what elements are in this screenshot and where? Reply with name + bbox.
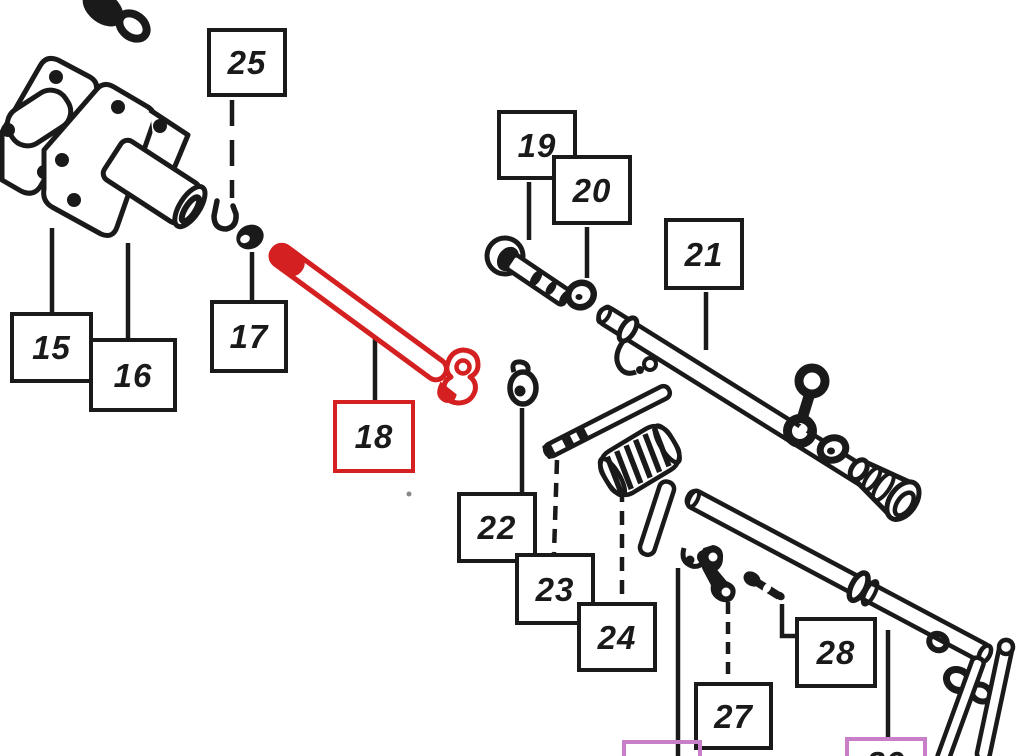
part-cone-knob-icon (847, 457, 922, 522)
part-coil-spring-icon (597, 423, 682, 498)
leader-line-28 (779, 604, 795, 639)
callout-label-15: 15 (32, 329, 71, 366)
callout-box-19[interactable]: 19 (497, 110, 577, 180)
part-rod-end-fittings-icon (926, 630, 1016, 756)
callout-label-19: 19 (517, 126, 557, 164)
callout-box-15[interactable]: 15 (10, 312, 93, 383)
callout-label-29: 29 (867, 741, 906, 756)
callout-box-27[interactable]: 27 (694, 682, 773, 750)
callout-box-18-highlighted[interactable]: 18 (333, 400, 415, 473)
callout-box-22[interactable]: 22 (457, 492, 537, 563)
part-bracket-front-icon (41, 81, 208, 238)
callout-label-25: 25 (227, 44, 267, 81)
part-link-bar-icon (542, 383, 673, 459)
callout-box-20[interactable]: 20 (552, 155, 632, 225)
callout-box-16[interactable]: 16 (89, 338, 177, 412)
stray-dot (406, 491, 412, 497)
part-ring-nut-icon (236, 224, 264, 250)
part-bracket-rear-icon (0, 56, 100, 196)
callout-label-23: 23 (535, 570, 575, 608)
callout-label-28: 28 (816, 634, 856, 671)
part-lower-rod-icon (637, 479, 994, 665)
callout-box-17[interactable]: 17 (210, 300, 288, 373)
callout-label-16: 16 (113, 356, 153, 394)
part-bushing-icon (816, 434, 850, 464)
part-shoulder-bolt-icon (484, 235, 573, 307)
part-lever-bracket-icon (700, 544, 736, 603)
callout-box-29-partial[interactable]: 29 (845, 737, 927, 756)
callout-label-17: 17 (229, 318, 269, 355)
part-grommet-tab-icon (507, 359, 539, 407)
callout-label-22: 22 (477, 509, 517, 546)
callout-label-18: 18 (354, 418, 394, 455)
callout-label-20: 20 (572, 171, 612, 209)
callout-label-24: 24 (597, 618, 637, 656)
part-pivot-pin-icon (743, 571, 785, 601)
callout-label-27: 27 (714, 697, 753, 735)
part-link-eyes-icon (783, 363, 830, 448)
part-shift-rod-highlighted-icon[interactable] (267, 241, 481, 406)
leader-lines (49, 100, 891, 756)
part-u-clip-icon (211, 198, 239, 232)
callout-box-28[interactable]: 28 (795, 617, 877, 688)
callout-box-21[interactable]: 21 (664, 218, 744, 290)
callout-box-24[interactable]: 24 (577, 602, 657, 672)
leader-line-23 (551, 459, 560, 554)
callout-label-21: 21 (684, 235, 724, 273)
callout-box-25[interactable]: 25 (207, 28, 287, 97)
callout-box-26-partial[interactable] (622, 740, 702, 756)
part-grommet-ring-icon (564, 279, 598, 311)
part-bolt-fragment-icon (82, 0, 151, 43)
